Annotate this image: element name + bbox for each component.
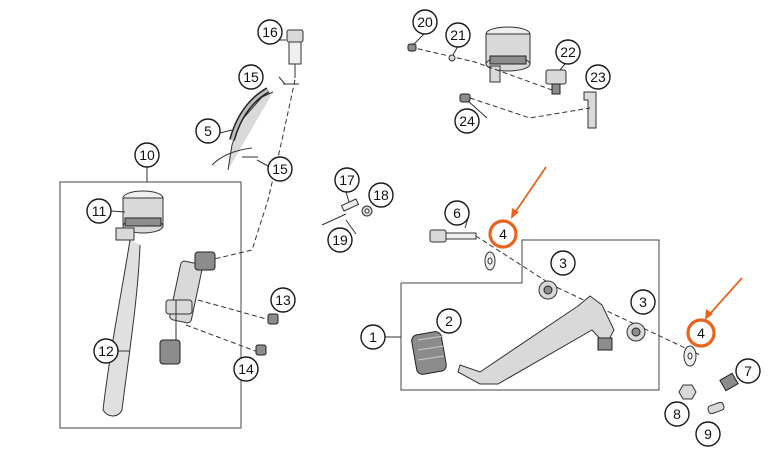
svg-text:13: 13: [275, 292, 291, 308]
rear-reservoir-part: [485, 26, 531, 83]
callout-12: 12: [93, 338, 119, 364]
callout-14: 14: [233, 356, 259, 382]
banjo-fitting-part: [286, 29, 304, 78]
brake-pedal-assembly-frame: [400, 239, 660, 391]
svg-text:2: 2: [445, 313, 453, 329]
callout-18: 18: [368, 182, 394, 208]
svg-text:22: 22: [560, 44, 576, 60]
svg-text:5: 5: [204, 123, 212, 139]
svg-text:17: 17: [339, 172, 355, 188]
callout-5: 5: [195, 118, 221, 144]
washer-21-part: [448, 54, 456, 62]
pedal-axis-leader: [475, 235, 701, 356]
highlight-arrow-right: [705, 277, 743, 320]
callout-22: 22: [555, 39, 581, 65]
svg-text:10: 10: [139, 147, 155, 163]
callout-19: 19: [327, 227, 353, 253]
screw-20-leader: [409, 46, 553, 91]
bolt-13-leader: [197, 299, 271, 321]
svg-text:1: 1: [369, 329, 377, 345]
callout-8: 8: [664, 401, 690, 427]
bearing-3-right-part: [626, 322, 646, 342]
svg-text:8: 8: [673, 406, 681, 422]
callout-3-upper: 3: [550, 250, 576, 276]
pedal-bolt-6-part: [429, 229, 477, 243]
svg-text:14: 14: [238, 361, 254, 377]
reservoir-hose-part: [102, 239, 141, 417]
washer-4-left-part: [484, 251, 496, 271]
fluid-reservoir-part: [115, 190, 164, 241]
svg-text:15: 15: [272, 161, 288, 177]
svg-text:6: 6: [453, 205, 461, 221]
svg-text:12: 12: [98, 343, 114, 359]
svg-text:16: 16: [262, 24, 278, 40]
svg-text:23: 23: [590, 69, 606, 85]
callout-17: 17: [334, 167, 360, 193]
svg-text:3: 3: [559, 255, 567, 271]
split-pin-19-part: [321, 213, 347, 226]
svg-text:19: 19: [332, 232, 348, 248]
sealing-washer-part: [242, 83, 299, 158]
callout-3-lower: 3: [630, 289, 656, 315]
spring-2-part: [411, 331, 447, 375]
pin-17-part: [340, 198, 360, 212]
bolt-24-part: [459, 93, 591, 119]
bracket-23-part: [583, 91, 597, 129]
callout-13: 13: [270, 287, 296, 313]
cap-22-part: [545, 69, 567, 95]
master-cylinder-part: [159, 251, 216, 365]
svg-text:18: 18: [373, 187, 389, 203]
bolt-14-part: [255, 344, 267, 356]
brake-pedal-lever-part: [457, 295, 615, 385]
washer-4-right-part: [683, 345, 697, 367]
svg-text:7: 7: [744, 363, 752, 379]
callout-15-lower: 15: [267, 156, 293, 182]
brake-line-part: [209, 79, 296, 261]
callout-21: 21: [445, 22, 471, 48]
callout-16: 16: [257, 19, 283, 45]
callout-4-right-highlighted: 4: [686, 318, 716, 348]
callout-15-upper: 15: [238, 64, 264, 90]
callout-2: 2: [436, 308, 462, 334]
callout-23: 23: [585, 64, 611, 90]
callout-1: 1: [360, 324, 386, 350]
bolt-13-part: [267, 313, 279, 325]
svg-text:20: 20: [417, 14, 433, 30]
svg-text:3: 3: [639, 294, 647, 310]
nut-8-part: [678, 384, 697, 400]
reservoir-cylinder-assembly-frame: [59, 181, 242, 429]
washer-18-part: [361, 205, 373, 217]
adjuster-7-part: [719, 372, 739, 392]
svg-text:24: 24: [459, 113, 475, 129]
svg-text:21: 21: [450, 27, 466, 43]
svg-text:9: 9: [704, 426, 712, 442]
bearing-3-left-part: [538, 280, 558, 300]
callout-9: 9: [695, 421, 721, 447]
callout-20: 20: [412, 9, 438, 35]
svg-text:11: 11: [92, 203, 107, 219]
callout-7: 7: [735, 358, 761, 384]
highlight-arrow-left: [511, 166, 547, 219]
callout-24: 24: [454, 108, 480, 134]
svg-text:4: 4: [697, 325, 705, 341]
callout-11: 11: [86, 198, 112, 224]
callout-10: 10: [134, 142, 160, 168]
svg-text:4: 4: [499, 226, 507, 242]
pin-9-part: [707, 401, 725, 415]
screw-20-part: [407, 43, 417, 52]
bolt-14-leader: [185, 324, 259, 353]
svg-text:15: 15: [243, 69, 259, 85]
callout-4-left-highlighted: 4: [488, 219, 518, 249]
callout-6: 6: [444, 200, 470, 226]
